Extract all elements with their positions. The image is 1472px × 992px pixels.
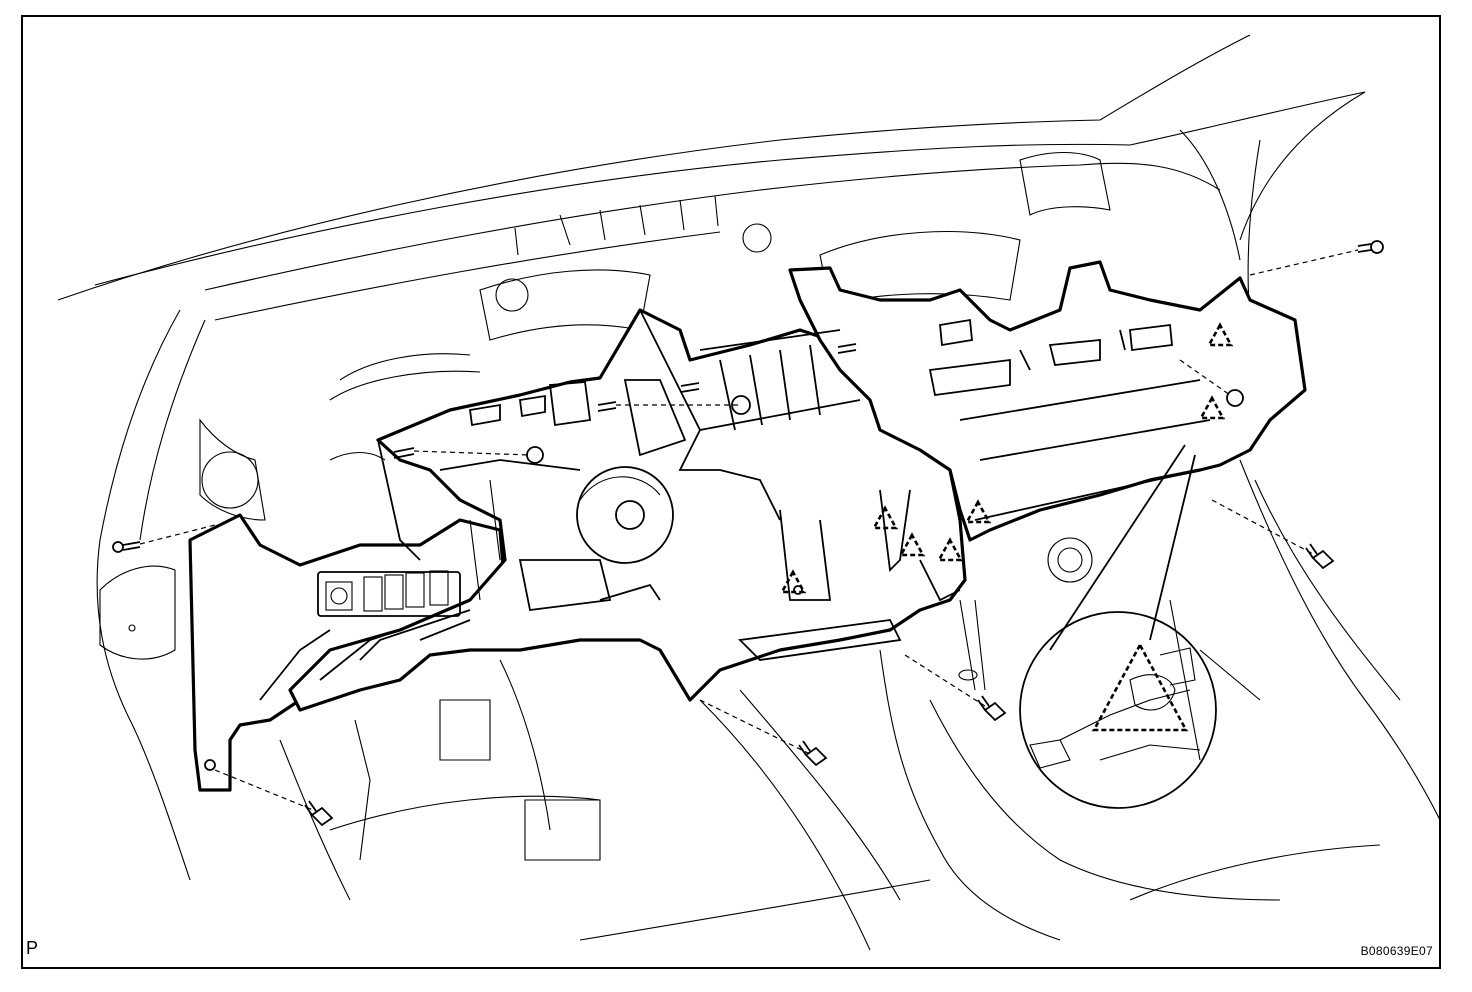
stud-1	[393, 447, 415, 459]
detail-circle	[1019, 611, 1217, 809]
bolt-center-bottom	[798, 740, 828, 767]
detail-view-callout	[1019, 444, 1217, 809]
switch-panel	[317, 571, 461, 617]
bolt-right	[1305, 543, 1335, 570]
diagram-frame	[21, 15, 1441, 969]
instrument-panel-reinforcement	[188, 260, 1307, 792]
clip-triangle	[871, 505, 899, 530]
detail-clip-triangle	[1091, 642, 1189, 732]
bolt-console	[977, 695, 1007, 722]
center-beam	[288, 308, 967, 712]
clip-triangle	[779, 569, 807, 594]
switch-button-1	[325, 581, 353, 611]
right-beam	[788, 260, 1307, 542]
corner-label: P	[26, 938, 39, 958]
clip-triangle	[1206, 322, 1234, 347]
switch-button-4	[405, 572, 425, 608]
switch-button-5	[429, 570, 449, 606]
switch-button-3	[384, 574, 404, 610]
stud-3	[680, 382, 700, 393]
stud-4	[837, 343, 857, 354]
clip-triangle	[936, 537, 964, 562]
bolt-bottom-left	[304, 800, 334, 827]
screw-top-right	[1357, 240, 1384, 254]
reference-code: B080639E07	[1360, 944, 1433, 958]
nut-2	[731, 395, 751, 415]
fasteners	[112, 240, 1384, 827]
nut-3	[1226, 389, 1244, 407]
nut-1	[526, 446, 544, 464]
switch-button-2	[363, 576, 383, 612]
stud-2	[597, 401, 617, 412]
clip-triangle	[898, 532, 926, 557]
screw-left	[112, 541, 141, 553]
steering-column	[576, 466, 674, 564]
clip-triangle	[1198, 395, 1226, 420]
clip-markers	[779, 322, 1234, 595]
clip-triangle	[964, 499, 992, 524]
